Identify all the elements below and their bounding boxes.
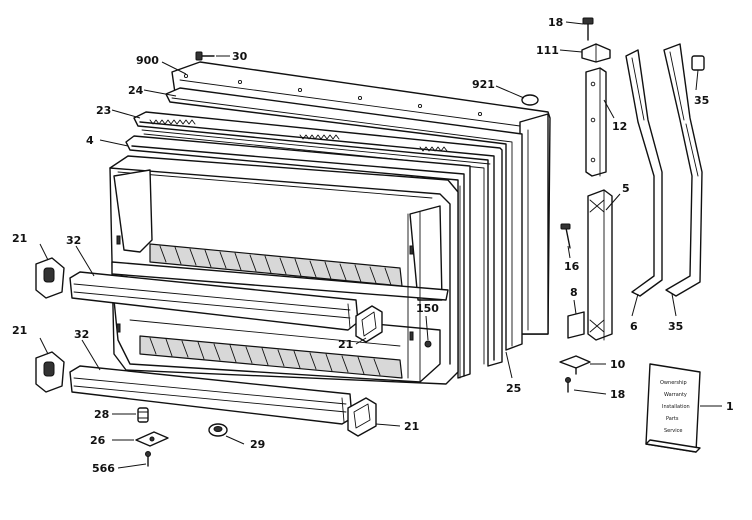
booklet-line: Service (664, 428, 682, 434)
part-label-30: 30 (232, 50, 248, 63)
screw-30 (195, 51, 215, 61)
hinge-cap-111 (581, 43, 611, 63)
handle-cap-35 (691, 55, 705, 71)
part-label-26: 26 (90, 434, 106, 447)
part-label-900: 900 (136, 54, 159, 67)
bracket-26 (135, 431, 169, 447)
part-label-111: 111 (536, 44, 559, 57)
part-label-35: 35 (694, 94, 709, 107)
part-label-8: 8 (570, 286, 578, 299)
part-label-21: 21 (404, 420, 419, 433)
screw-18-top (582, 17, 594, 41)
part-label-24: 24 (128, 84, 144, 97)
door-handle-35 (663, 43, 703, 297)
part-label-35: 35 (668, 320, 683, 333)
part-label-18: 18 (610, 388, 625, 401)
hinge-bracket-5 (587, 189, 613, 341)
door-handle-6 (625, 49, 663, 297)
end-cap-right-lower (347, 397, 377, 437)
part-label-21: 21 (338, 338, 353, 351)
part-label-4: 4 (86, 134, 94, 147)
booklet-line: Parts (666, 416, 679, 422)
instruction-booklet: Ownership Warranty Installation Parts Se… (645, 363, 701, 453)
part-label-6: 6 (630, 320, 638, 333)
booklet-line: Installation (662, 404, 690, 410)
part-label-566: 566 (92, 462, 115, 475)
spacer-28 (137, 407, 149, 423)
part-label-25: 25 (506, 382, 521, 395)
part-label-21: 21 (12, 324, 27, 337)
door-frame-24 (165, 87, 523, 351)
part-label-21: 21 (12, 232, 27, 245)
end-cap-left-upper (35, 257, 65, 299)
leader-lines (39, 21, 722, 469)
grommet-29 (208, 423, 228, 437)
hinge-pin-10 (559, 355, 591, 375)
breaker-strip-frame (125, 135, 471, 379)
booklet-line: Ownership (660, 380, 687, 386)
liner-slots (116, 235, 414, 341)
hinge-bracket-12 (585, 67, 607, 177)
part-label-29: 29 (250, 438, 265, 451)
part-label-32: 32 (66, 234, 81, 247)
screw-18-bottom (565, 377, 571, 393)
booklet-line: Warranty (664, 392, 687, 398)
upper-shelf (149, 243, 403, 287)
screw-566 (145, 451, 151, 467)
lower-shelf (139, 335, 403, 379)
part-label-10: 10 (610, 358, 626, 371)
screw-16 (560, 223, 571, 249)
end-cap-right-upper (355, 305, 383, 343)
screw-150 (424, 340, 432, 348)
part-label-28: 28 (94, 408, 109, 421)
part-label-150: 150 (416, 302, 439, 315)
part-labels: 18 111 900 30 921 35 24 12 23 4 5 21 32 … (12, 16, 734, 475)
shim-8 (567, 311, 585, 339)
part-label-5: 5 (622, 182, 630, 195)
part-label-921: 921 (472, 78, 495, 91)
part-label-23: 23 (96, 104, 111, 117)
part-label-32: 32 (74, 328, 89, 341)
part-label-16: 16 (564, 260, 580, 273)
part-label-1: 1 (726, 400, 734, 413)
end-cap-left-lower (35, 351, 65, 393)
part-label-18: 18 (548, 16, 563, 29)
part-label-12: 12 (612, 120, 627, 133)
door-gasket (133, 111, 503, 367)
plug-921 (521, 94, 539, 106)
